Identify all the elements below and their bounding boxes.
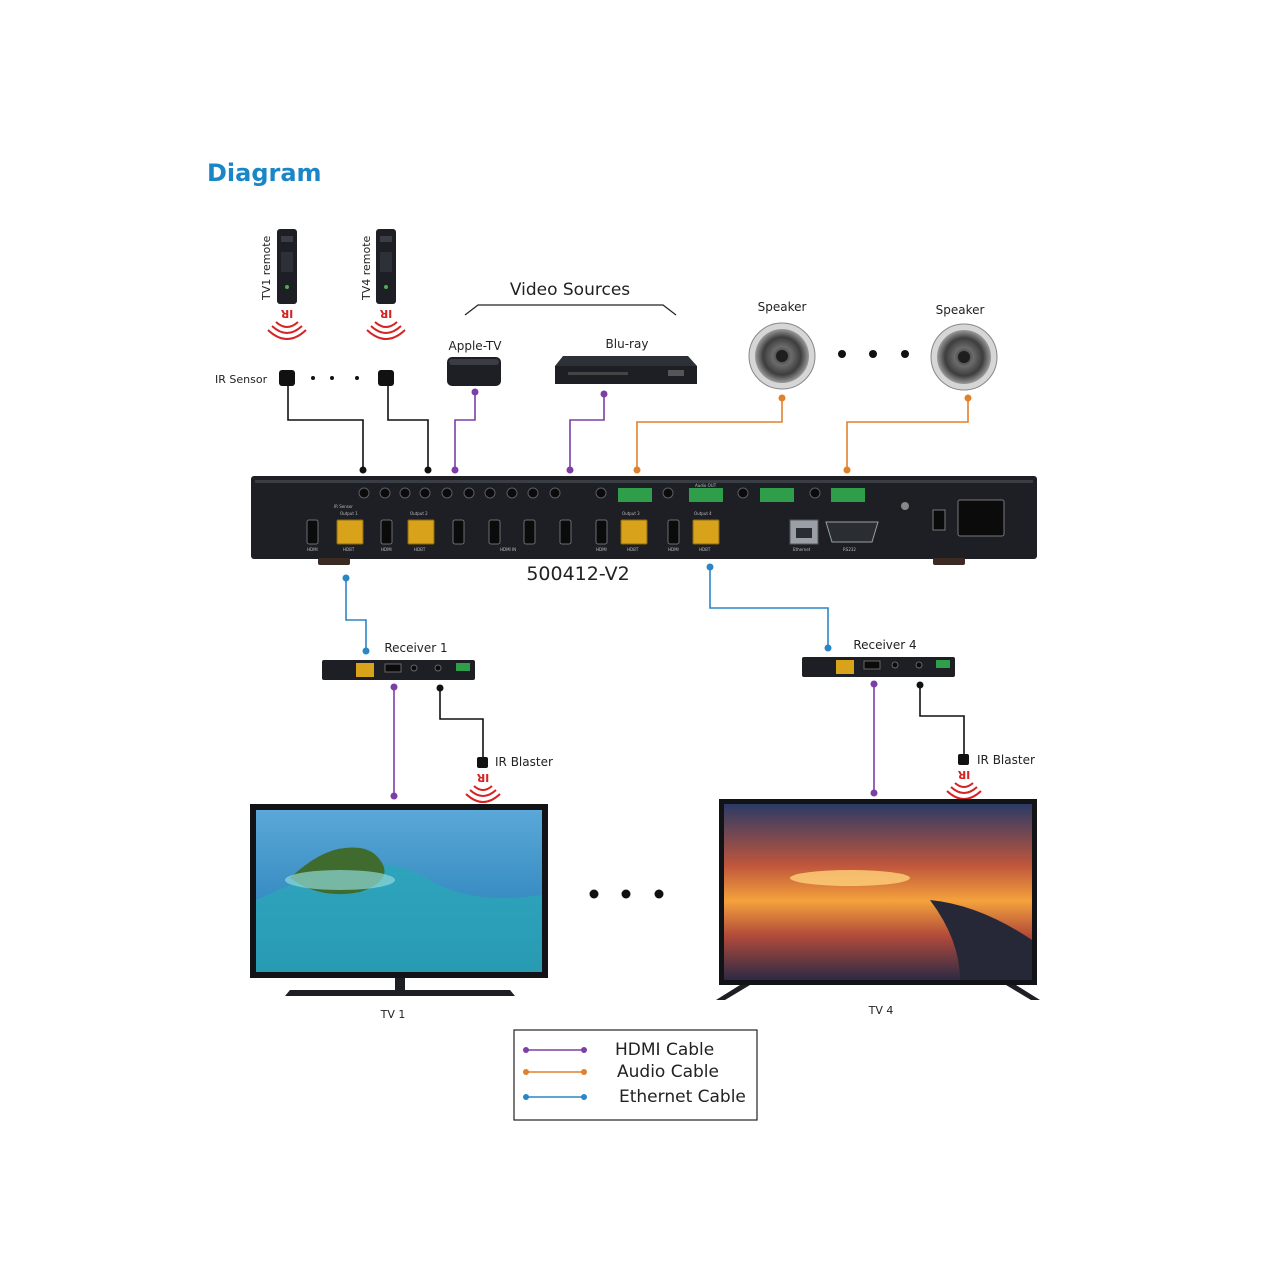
ir-sensor-label: IR Sensor [215, 373, 268, 386]
source-label: Blu-ray [606, 337, 649, 351]
svg-text:HDBT: HDBT [699, 547, 711, 552]
apple-tv-icon [447, 357, 501, 386]
legend-item-audio: Audio Cable [523, 1062, 719, 1082]
svg-text:HDMI: HDMI [668, 547, 679, 552]
ir-cable [287, 386, 364, 470]
svg-text:IR: IR [957, 768, 970, 781]
svg-text:HDMI: HDMI [381, 547, 392, 552]
speaker-icon [748, 322, 816, 390]
svg-text:HDMI Cable: HDMI Cable [615, 1040, 714, 1060]
svg-text:Ethernet: Ethernet [793, 547, 811, 552]
speaker-label: Speaker [936, 303, 985, 317]
video-sources-heading: Video Sources [510, 280, 630, 300]
svg-text:Output 4: Output 4 [694, 511, 712, 516]
ellipsis-dots [838, 350, 909, 358]
hdmi-cable [454, 390, 476, 470]
bracket [464, 304, 677, 316]
model-label: 500412-V2 [526, 563, 629, 585]
svg-text:Output 2: Output 2 [410, 511, 428, 516]
receiver-4-device [802, 657, 955, 677]
ir-blaster-cable [439, 687, 484, 760]
ir-signal-icon: IR [465, 771, 501, 803]
ellipsis-dots [311, 376, 359, 380]
ir-sensor-icon [279, 370, 295, 386]
legend: HDMI Cable Audio Cable Ethernet Cable [513, 1029, 758, 1121]
svg-text:IR: IR [280, 307, 293, 320]
ir-cable [387, 386, 429, 470]
legend-item-ethernet: Ethernet Cable [523, 1087, 746, 1107]
ir-blaster-label: IR Blaster [495, 755, 553, 769]
ir-signal-icon: IR [366, 307, 406, 340]
receiver-label: Receiver 1 [384, 641, 447, 655]
tv1-remote: TV1 remote [260, 229, 297, 304]
svg-text:HDMI: HDMI [307, 547, 318, 552]
speaker-label: Speaker [758, 300, 807, 314]
svg-text:Output 3: Output 3 [622, 511, 640, 516]
source-label: Apple-TV [449, 339, 503, 353]
svg-text:HDMI IN: HDMI IN [500, 547, 516, 552]
svg-text:RS232: RS232 [843, 547, 856, 552]
receiver-label: Receiver 4 [853, 638, 916, 652]
svg-text:HDBT: HDBT [414, 547, 426, 552]
tv4-remote: TV4 remote [360, 229, 396, 304]
tv-label: TV 4 [868, 1004, 894, 1017]
svg-text:HDBT: HDBT [627, 547, 639, 552]
tv-4-icon [716, 799, 1040, 1000]
svg-text:Ethernet Cable: Ethernet Cable [619, 1087, 746, 1107]
tv-1-icon [250, 804, 548, 996]
svg-text:Audio Cable: Audio Cable [617, 1062, 719, 1082]
tv-label: TV 1 [380, 1008, 406, 1021]
audio-cable [636, 397, 783, 470]
bluray-player-icon [555, 356, 697, 384]
svg-text:IR: IR [476, 771, 489, 784]
ethernet-cable [709, 567, 829, 647]
svg-text:HDBT: HDBT [343, 547, 355, 552]
ir-blaster-label: IR Blaster [977, 753, 1035, 767]
diagram-title: Diagram [207, 159, 322, 187]
hdmi-cable [569, 392, 605, 470]
svg-text:IR Sensor: IR Sensor [334, 504, 353, 509]
ethernet-cable [345, 578, 367, 650]
speaker-icon [930, 323, 998, 391]
svg-text:HDMI: HDMI [596, 547, 607, 552]
svg-text:Audio OUT: Audio OUT [695, 483, 717, 488]
svg-text:Output 1: Output 1 [340, 511, 358, 516]
remote-label: TV1 remote [260, 235, 273, 301]
ir-signal-icon: IR [267, 307, 307, 340]
remote-label: TV4 remote [360, 235, 373, 301]
matrix-unit: Output 1 Output 2 Audio OUT Output 3 Out… [251, 476, 1037, 565]
ir-blaster-icon [477, 757, 488, 768]
receiver-1-device [322, 660, 475, 680]
ir-sensor-icon [378, 370, 394, 386]
ir-blaster-icon [958, 754, 969, 765]
audio-cable [846, 397, 969, 470]
ir-signal-icon: IR [946, 768, 982, 800]
ellipsis-dots [589, 889, 664, 899]
svg-text:IR: IR [379, 307, 392, 320]
legend-item-hdmi: HDMI Cable [523, 1040, 714, 1060]
ir-blaster-cable [919, 684, 965, 757]
